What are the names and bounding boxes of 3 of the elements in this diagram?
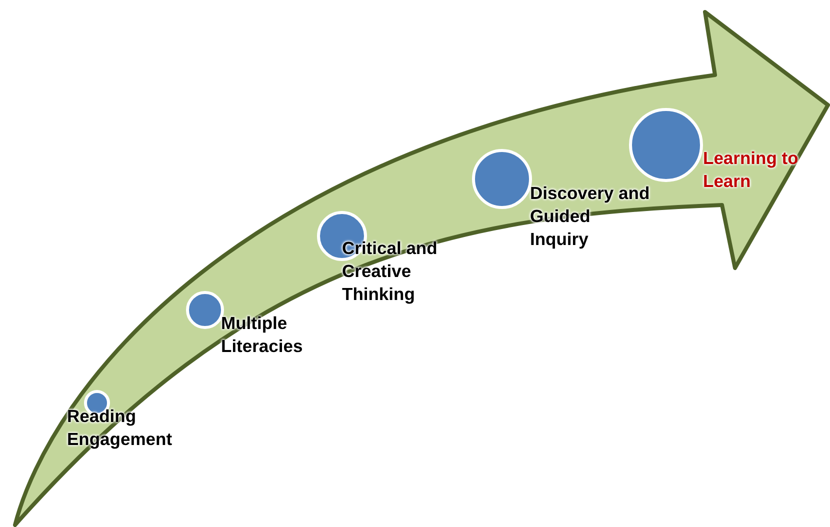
curved-arrow [12, 8, 830, 527]
step-label: Discovery and Guided Inquiry [530, 182, 650, 251]
step-label: Learning to Learn [703, 147, 800, 193]
